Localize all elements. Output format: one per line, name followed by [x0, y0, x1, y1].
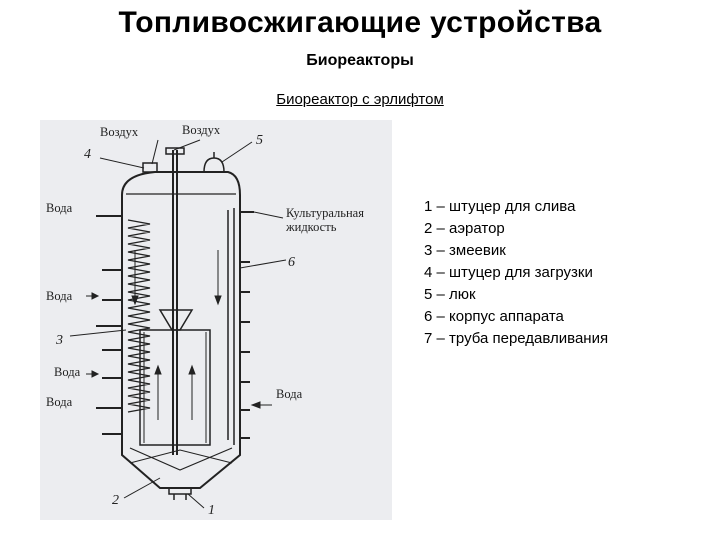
legend-item: 1 – штуцер для слива: [424, 198, 576, 215]
number-5: 5: [256, 133, 263, 148]
label-culture-1: Культуральная: [286, 206, 364, 220]
legend-item: 5 – люк: [424, 286, 476, 303]
label-water-3: Вода: [54, 365, 81, 379]
legend-item: 4 – штуцер для загрузки: [424, 264, 593, 281]
vessel-shell: [121, 171, 241, 489]
number-2: 2: [112, 493, 119, 508]
legend-list: 1 – штуцер для слива 2 – аэратор 3 – зме…: [424, 196, 608, 350]
label-water-1: Вода: [46, 201, 73, 215]
coil: [127, 219, 151, 413]
number-3: 3: [55, 333, 63, 348]
legend-item: 7 – труба передавливания: [424, 330, 609, 347]
page-subtitle: Биореакторы: [306, 52, 414, 69]
number-1: 1: [208, 503, 215, 518]
label-air-right: Воздух: [182, 123, 221, 137]
bioreactor-drawing: Воздух Воздух Вода Вода Вода Вода Вода К…: [46, 123, 364, 518]
label-air-left: Воздух: [100, 125, 139, 139]
label-water-4: Вода: [46, 395, 73, 409]
manhole: [203, 157, 225, 173]
legend-item: 3 – змеевик: [424, 242, 506, 259]
legend-item: 2 – аэратор: [424, 220, 505, 237]
page-title: Топливосжигающие устройства: [118, 6, 602, 39]
label-culture-2: жидкость: [285, 220, 337, 234]
label-water-2: Вода: [46, 289, 73, 303]
bioreactor-diagram: Воздух Воздух Вода Вода Вода Вода Вода К…: [40, 120, 392, 520]
label-water-right: Вода: [276, 387, 303, 401]
legend-item: 6 – корпус аппарата: [424, 308, 564, 325]
number-4: 4: [84, 147, 91, 162]
figure-caption: Биореактор с эрлифтом: [276, 91, 444, 108]
number-6: 6: [288, 255, 295, 270]
